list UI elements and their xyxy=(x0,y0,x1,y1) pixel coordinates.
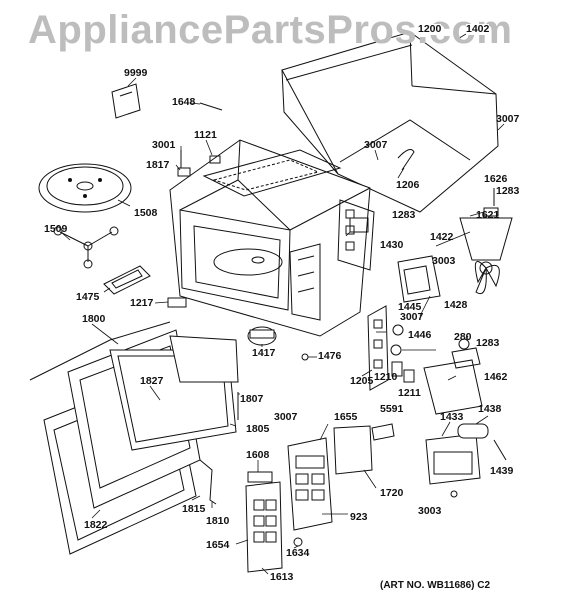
part-label: 1211 xyxy=(398,387,421,399)
part-label: 5591 xyxy=(380,403,404,415)
part-label: 1446 xyxy=(408,329,432,341)
art-number: (ART NO. WB11686) C2 xyxy=(380,580,491,591)
part-label: 1634 xyxy=(286,547,310,559)
part-label: 280 xyxy=(454,331,472,343)
part-label: 1626 xyxy=(484,173,508,185)
part-label: 3007 xyxy=(400,311,424,323)
stirrer-motor-drawing xyxy=(248,327,308,360)
part-label: 1508 xyxy=(134,207,158,219)
part-label: 923 xyxy=(350,511,368,523)
cavity-assembly-drawing xyxy=(170,140,374,336)
transformer-drawing xyxy=(426,424,506,497)
part-label: 1462 xyxy=(484,371,508,383)
part-label: 1438 xyxy=(478,403,502,415)
part-label: 1476 xyxy=(318,350,342,362)
door-assembly-drawing xyxy=(30,322,238,554)
part-label: 3007 xyxy=(496,113,520,125)
part-label: 1121 xyxy=(194,129,217,141)
waveguide-cover-drawing xyxy=(104,266,150,294)
part-label: 1206 xyxy=(396,179,420,191)
turntable-tray-drawing xyxy=(39,164,131,212)
part-label: 1428 xyxy=(444,299,468,311)
part-label: 3003 xyxy=(418,505,442,517)
part-label: 1648 xyxy=(172,96,196,108)
part-label: 1402 xyxy=(466,23,490,35)
part-label: 1805 xyxy=(246,423,270,435)
part-label: 1720 xyxy=(380,487,404,499)
part-label: 1200 xyxy=(418,23,442,35)
air-duct-drawing xyxy=(424,339,482,414)
part-label: 1800 xyxy=(82,313,106,325)
part-label: 1613 xyxy=(270,571,294,583)
part-label: 1621 xyxy=(476,209,500,221)
part-label: 3007 xyxy=(364,139,388,151)
part-label: 1283 xyxy=(392,209,416,221)
manual-drawing xyxy=(112,84,140,118)
leader-lines xyxy=(62,34,504,574)
outer-case-drawing xyxy=(282,32,498,212)
part-label: 1822 xyxy=(84,519,108,531)
part-label: 1445 xyxy=(398,301,422,313)
part-label: 1433 xyxy=(440,411,464,423)
electrical-components-drawing xyxy=(350,150,440,390)
part-label: 1810 xyxy=(206,515,230,527)
part-label: 1210 xyxy=(374,371,398,383)
part-label: 1430 xyxy=(380,239,404,251)
part-label: 1807 xyxy=(240,393,264,405)
part-label: 1439 xyxy=(490,465,514,477)
part-label: 1422 xyxy=(430,231,454,243)
part-label: 1475 xyxy=(76,291,100,303)
part-label: 3001 xyxy=(152,139,176,151)
part-label: 1217 xyxy=(130,297,154,309)
part-label: 1815 xyxy=(182,503,206,515)
roller-support-drawing xyxy=(54,227,118,268)
part-label: 1655 xyxy=(334,411,358,423)
part-label: 3007 xyxy=(274,411,298,423)
part-label: 1283 xyxy=(496,185,520,197)
fan-assembly-drawing xyxy=(460,188,512,294)
part-label: 1509 xyxy=(44,223,68,235)
part-label: 1654 xyxy=(206,539,230,551)
part-label: 1205 xyxy=(350,375,374,387)
part-label: 3003 xyxy=(432,255,456,267)
part-label: 1417 xyxy=(252,347,276,359)
part-label: 1817 xyxy=(146,159,170,171)
part-label: 1283 xyxy=(476,337,500,349)
part-label: 1827 xyxy=(140,375,164,387)
part-label: 9999 xyxy=(124,67,148,79)
part-label: 1608 xyxy=(246,449,270,461)
control-panel-drawing xyxy=(246,424,394,572)
